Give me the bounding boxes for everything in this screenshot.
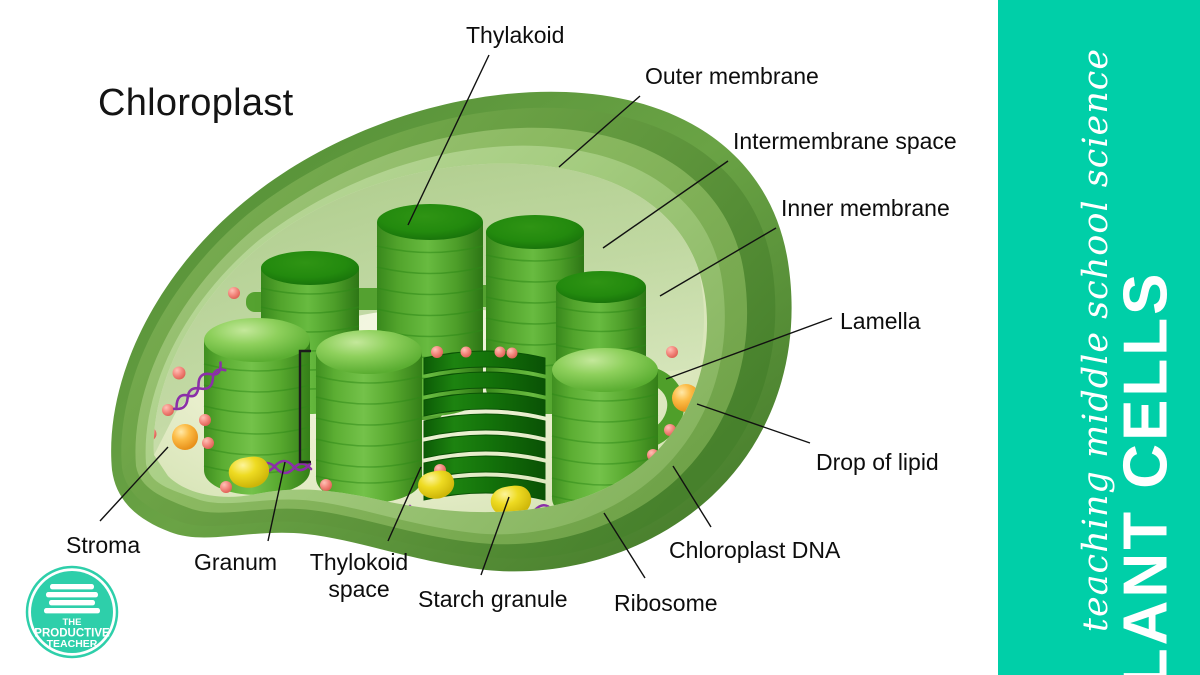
label-thylakoid: Thylakoid [466, 22, 565, 48]
logo-line-2: PRODUCTIVE [34, 628, 110, 640]
thylakoid-leader [407, 54, 490, 226]
label-thylokoid-space: Thylokoid space [309, 549, 409, 603]
outer-membrane-leader [558, 95, 641, 168]
logo-line-1: THE [63, 617, 82, 628]
granum-front-mid [315, 330, 423, 503]
starch-granule-leader [480, 496, 510, 576]
ribosome-leader [603, 512, 646, 579]
inner-membrane-leader [659, 227, 777, 297]
chloroplast-dna-leader [672, 465, 712, 528]
granum-leader [267, 461, 286, 542]
granum-bracket [298, 349, 311, 464]
label-ribosome: Ribosome [614, 590, 718, 616]
drop-of-lipid-leader [696, 403, 811, 444]
stroma-leader [99, 446, 169, 522]
label-lamella: Lamella [840, 308, 921, 334]
label-chloroplast-dna: Chloroplast DNA [669, 537, 841, 563]
starch-granules [228, 456, 532, 513]
the-productive-teacher-logo: THE PRODUCTIVE TEACHER [25, 565, 119, 659]
label-inner-membrane: Inner membrane [781, 195, 950, 221]
label-outer-membrane: Outer membrane [645, 63, 819, 89]
lamella-leader [665, 317, 833, 380]
label-granum: Granum [194, 549, 278, 575]
thylokoid-space-leader [387, 466, 422, 542]
lamella-disc-stack [423, 350, 546, 501]
logo-line-3: TEACHER [47, 638, 98, 650]
label-intermembrane-space: Intermembrane space [733, 128, 957, 154]
page-title: Chloroplast [98, 82, 294, 124]
intermembrane-space-leader [602, 160, 729, 249]
label-stroma: Stroma [66, 532, 141, 558]
sidebar-title-text: PLANT CELLS [1111, 270, 1181, 675]
label-drop-of-lipid: Drop of lipid [816, 449, 939, 475]
label-starch-granule: Starch granule [418, 586, 568, 612]
sidebar-banner: teaching middle school science PLANT CEL… [998, 0, 1200, 675]
